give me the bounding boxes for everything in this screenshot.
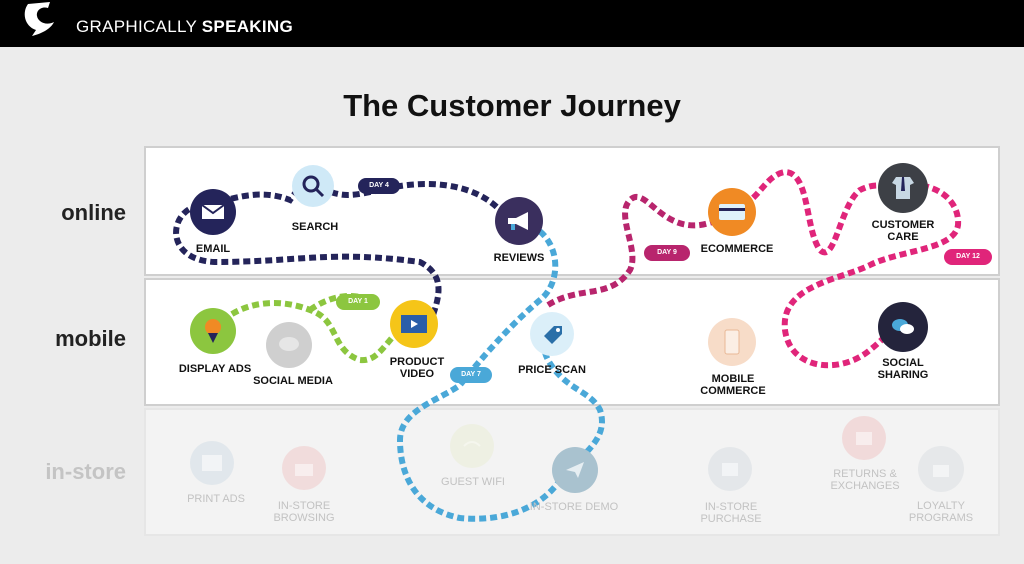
print-ads-label: PRINT ADS: [187, 493, 245, 505]
product-video-label: PRODUCT VIDEO: [389, 356, 445, 380]
gift-icon: [933, 465, 949, 477]
day-9-badge: DAY 9: [644, 245, 690, 261]
instore-demo-label: IN-STORE DEMO: [529, 501, 619, 513]
megaphone-icon: [508, 212, 528, 230]
row-label-mobile: mobile: [55, 326, 126, 351]
instore-browsing-node: [282, 446, 326, 490]
day-4-badge: DAY 4: [358, 178, 400, 194]
row-label-online: online: [61, 200, 126, 225]
day-1-badge: DAY 1: [336, 294, 380, 310]
reviews-node: [495, 197, 543, 245]
magnifier-icon: [302, 175, 325, 198]
shirt-icon: [892, 177, 914, 199]
price-tag-icon: [544, 326, 562, 344]
row-label-instore: in-store: [45, 459, 126, 484]
price-scan-node: [530, 312, 574, 356]
reviews-label: REVIEWS: [493, 252, 545, 264]
search-label: SEARCH: [291, 221, 339, 233]
instore-demo-node: [552, 447, 598, 493]
display-ads-label: DISPLAY ADS: [178, 363, 252, 375]
search-node: [292, 165, 334, 207]
customer-care-node: [878, 163, 928, 213]
storefront-icon: [295, 464, 313, 476]
product-video-node: [390, 300, 438, 348]
video-player-icon: [401, 315, 427, 333]
loyalty-node: [918, 446, 964, 492]
customer-care-label: CUSTOMER CARE: [871, 219, 935, 243]
online-band: [144, 146, 1000, 276]
return-box-icon: [856, 432, 872, 445]
social-media-node: [266, 322, 312, 368]
pink-path: [733, 168, 962, 369]
brand-logo-icon: [24, 2, 54, 36]
social-media-label: SOCIAL MEDIA: [253, 375, 333, 387]
instore-purchase-label: IN-STORE PURCHASE: [700, 501, 762, 525]
smartphone-icon: [724, 329, 740, 355]
credit-card-icon: [719, 204, 745, 220]
email-node: [190, 189, 236, 235]
day-7-badge: DAY 7: [450, 367, 492, 383]
mobile-commerce-node: [708, 318, 756, 366]
badge-icon: [205, 319, 221, 343]
returns-node: [842, 416, 886, 460]
email-icon: [201, 204, 225, 219]
day-12-badge: DAY 12: [944, 249, 992, 265]
newspaper-icon: [202, 455, 222, 471]
speech-bubbles-icon: [892, 319, 914, 334]
chat-bubble-icon: [279, 337, 299, 351]
green-path: [212, 292, 412, 364]
page-title: The Customer Journey: [343, 88, 681, 123]
email-label: EMAIL: [195, 243, 231, 255]
ecommerce-label: ECOMMERCE: [700, 243, 774, 255]
register-icon: [722, 463, 738, 476]
instore-browsing-label: IN-STORE BROWSING: [273, 500, 335, 524]
ecommerce-node: [708, 188, 756, 236]
header-bar: GRAPHICALLY SPEAKING: [0, 0, 1024, 47]
social-sharing-label: SOCIAL SHARING: [877, 357, 929, 381]
paper-plane-icon: [566, 462, 584, 478]
brand-name: GRAPHICALLY SPEAKING: [76, 17, 293, 36]
returns-label: RETURNS & EXCHANGES: [830, 468, 900, 492]
social-sharing-node: [878, 302, 928, 352]
loyalty-label: LOYALTY PROGRAMS: [908, 500, 974, 524]
guest-wifi-label: GUEST WIFI: [441, 476, 505, 488]
instore-purchase-node: [708, 447, 752, 491]
display-ads-node: [190, 308, 236, 354]
print-ads-node: [190, 441, 234, 485]
magenta-path: [546, 194, 737, 308]
guest-wifi-node: [450, 424, 494, 468]
mobile-commerce-label: MOBILE COMMERCE: [700, 373, 766, 397]
blue-path: [396, 219, 605, 522]
price-scan-label: PRICE SCAN: [518, 364, 586, 376]
wifi-icon: [463, 441, 481, 447]
